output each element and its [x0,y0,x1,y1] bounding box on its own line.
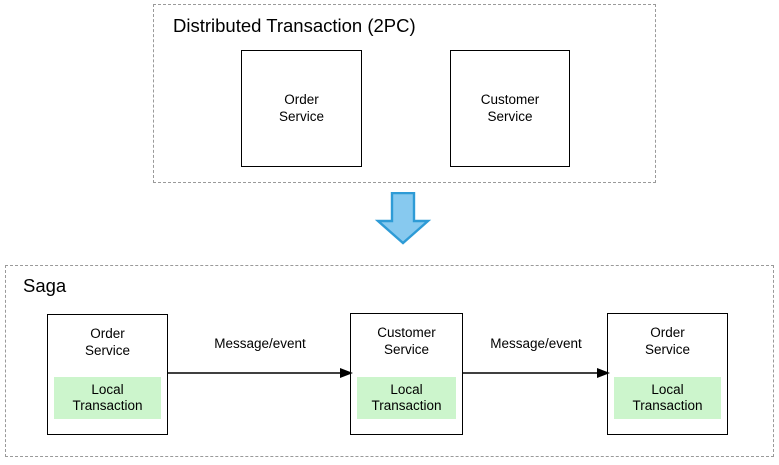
down-arrow-icon [372,191,434,245]
node-label-saga-order-service-1: Order Service [84,326,130,358]
node-saga-order-service-2[interactable]: Order Service Local Transaction [607,313,728,435]
connector-arrow-1 [167,366,353,380]
local-transaction-badge: Local Transaction [357,377,456,419]
node-customer-service[interactable]: Customer Service [450,50,570,167]
node-saga-order-service-1[interactable]: Order Service Local Transaction [47,314,168,435]
node-label-order-service: Order Service [278,92,324,124]
group-title-distributed-transaction: Distributed Transaction (2PC) [173,15,416,36]
node-label-customer-service: Customer Service [480,92,540,124]
node-label-saga-customer-service: Customer Service [377,325,436,357]
local-transaction-badge: Local Transaction [614,377,721,419]
node-label-saga-order-service-2: Order Service [644,325,690,357]
connector-arrow-2 [462,366,610,380]
local-transaction-label: Local Transaction [371,381,442,414]
node-saga-customer-service[interactable]: Customer Service Local Transaction [350,313,463,435]
node-order-service[interactable]: Order Service [241,50,362,167]
local-transaction-badge: Local Transaction [54,377,161,419]
group-title-saga: Saga [23,275,67,296]
local-transaction-label: Local Transaction [632,381,703,414]
local-transaction-label: Local Transaction [72,381,143,414]
connector-label-message-event-2: Message/event [490,336,582,351]
connector-label-message-event-1: Message/event [214,336,306,351]
group-saga: Saga [5,265,774,457]
group-distributed-transaction: Distributed Transaction (2PC) [153,4,656,183]
